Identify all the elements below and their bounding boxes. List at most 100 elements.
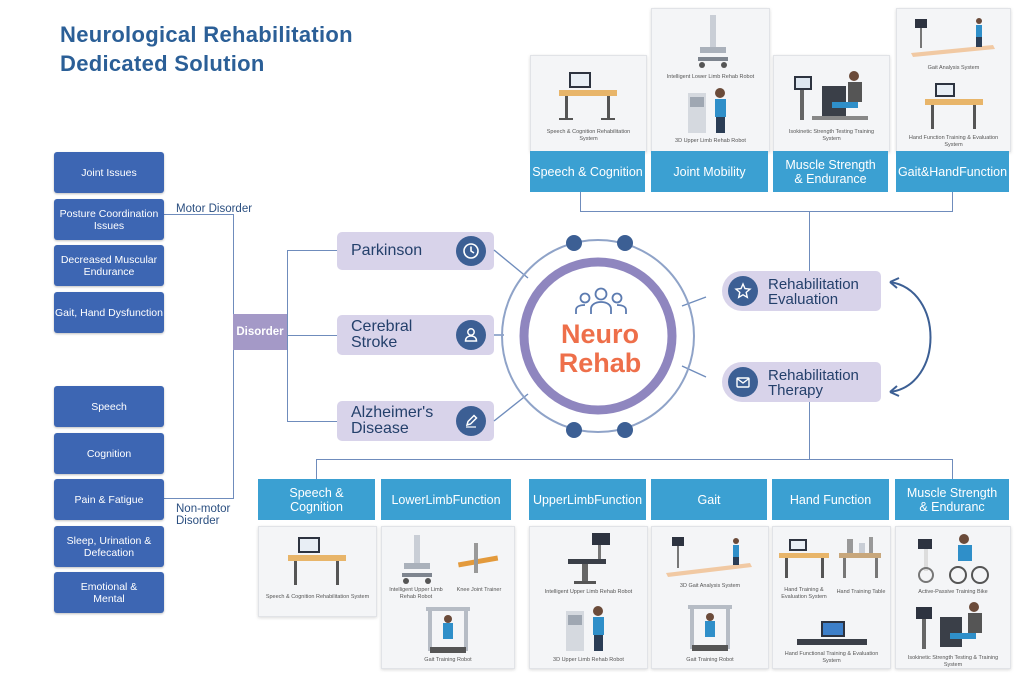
hand-training-desk-icon	[779, 539, 829, 578]
gait-analysis-icon	[666, 537, 752, 577]
symptom-emotional: Emotional & Mental	[54, 572, 164, 613]
disease-stroke-label: Cerebral Stroke	[351, 319, 412, 351]
therapy-caption-upper-b: 3D Upper Limb Rehab Robot	[553, 657, 624, 663]
clock-icon	[456, 236, 486, 266]
therapy-caption-lower-c: Gait Training Robot	[424, 657, 472, 663]
disorder-node: Disorder	[233, 314, 287, 350]
eval-card-muscle: Isokinetic Strength Testing Training Sys…	[773, 55, 890, 152]
gait-robot-icon	[688, 605, 732, 651]
page-title: Neurological Rehabilitation Dedicated So…	[60, 20, 353, 78]
therapy-caption-hand-c: Hand Functional Training & Evaluation Sy…	[784, 651, 879, 664]
therapy-card-lower-limb: Intelligent Upper Limb Rehab Robot Knee …	[381, 526, 515, 669]
evaluation-label: Rehabilitation Evaluation	[768, 277, 859, 307]
disease-alzheimer-label: Alzheimer's Disease	[351, 405, 433, 437]
therapy-caption-speech: Speech & Cognition Rehabilitation System	[265, 594, 370, 600]
eval-caption-joint-bottom: 3D Upper Limb Rehab Robot	[675, 138, 746, 144]
symptom-pain-fatigue: Pain & Fatigue	[54, 479, 164, 520]
parkinson-connector	[287, 250, 337, 251]
disorder-vertical-line	[233, 214, 234, 499]
therapy-category-upper-limb: UpperLimbFunction	[529, 479, 646, 520]
eval-caption-muscle: Isokinetic Strength Testing Training Sys…	[788, 129, 875, 142]
therapy-caption-muscle-b: Isokinetic Strength Testing & Training S…	[907, 655, 999, 668]
therapy-caption-upper-a: Intelligent Upper Limb Rehab Robot	[544, 589, 633, 595]
therapy-category-hand-function: Hand Function	[772, 479, 889, 520]
therapy-card-muscle: Active-Passive Training Bike Isokinetic …	[895, 526, 1011, 669]
therapy-line-2: Therapy	[768, 382, 824, 399]
alzheimer-line-2: Disease	[351, 420, 409, 437]
title-line-2: Dedicated Solution	[60, 51, 265, 76]
group-icon	[575, 287, 627, 314]
therapy-drop-6	[952, 459, 953, 480]
isokinetic-system-icon	[916, 602, 982, 649]
symptom-sleep: Sleep, Urination & Defecation	[54, 526, 164, 567]
eval-vertical-line	[809, 211, 810, 271]
center-label: Neuro Rehab	[548, 320, 652, 378]
therapy-caption-hand-b: Hand Training Table	[836, 589, 886, 595]
symptom-cognition: Cognition	[54, 433, 164, 474]
eval-card-speech: Speech & Cognition Rehabilitation System	[530, 55, 647, 152]
therapy-card-upper-limb: Intelligent Upper Limb Rehab Robot 3D Up…	[529, 526, 648, 669]
person-icon	[456, 320, 486, 350]
eval-card-gait-hand: Gait Analysis System Hand Function Train…	[896, 8, 1011, 152]
cycle-arrow-icon	[889, 277, 932, 397]
therapy-line-1: Rehabilitation	[768, 367, 859, 384]
eval-category-muscle-strength: Muscle Strength & Endurance	[773, 151, 888, 192]
therapy-caption-hand-a: Hand Training & Evaluation System	[781, 587, 827, 600]
therapy-card-hand: Hand Training & Evaluation System Hand T…	[772, 526, 891, 669]
center-line-2: Rehab	[558, 348, 642, 378]
symptom-posture-coordination: Posture Coordination Issues	[54, 199, 164, 240]
therapy-label: Rehabilitation Therapy	[768, 368, 859, 398]
upper-limb-robot-icon	[688, 88, 726, 133]
eval-drop-1	[580, 192, 581, 212]
disease-parkinson-label: Parkinson	[351, 242, 423, 259]
nonmotor-line-2: Disorder	[176, 515, 220, 527]
title-line-1: Neurological Rehabilitation	[60, 22, 353, 47]
desk-computer-icon	[288, 537, 346, 585]
therapy-vertical-line	[809, 402, 810, 460]
disease-parkinson: Parkinson	[337, 232, 494, 270]
stroke-line-2: Stroke	[351, 334, 398, 351]
disease-vertical-line	[287, 250, 288, 422]
hand-evaluation-system-icon	[797, 621, 867, 645]
eval-card-joint: Intelligent Lower Limb Rehab Robot 3D Up…	[651, 8, 770, 152]
nonmotor-line-1: Non-motor	[176, 503, 231, 515]
eval-caption-joint-top: Intelligent Lower Limb Rehab Robot	[666, 74, 755, 80]
desk-computer-icon	[559, 72, 617, 120]
therapy-caption-lower-b: Knee Joint Trainer	[456, 587, 502, 593]
star-icon	[728, 276, 758, 306]
lower-limb-robot-icon	[698, 15, 728, 68]
therapy-caption-gait-b: Gait Training Robot	[686, 657, 734, 663]
eval-caption-gait-top: Gait Analysis System	[927, 65, 980, 71]
3d-upper-limb-robot-icon	[566, 606, 604, 651]
therapy-card-gait: 3D Gait Analysis System Gait Training Ro…	[651, 526, 769, 669]
therapy-category-lower-limb: LowerLimbFunction	[381, 479, 511, 520]
symptom-joint-issues: Joint Issues	[54, 152, 164, 193]
rehabilitation-therapy-node: Rehabilitation Therapy	[722, 362, 881, 402]
therapy-category-speech-cognition: Speech & Cognition	[258, 479, 375, 520]
envelope-icon	[728, 367, 758, 397]
disease-alzheimers: Alzheimer's Disease	[337, 401, 494, 441]
knee-trainer-icon	[457, 543, 499, 573]
upper-limb-robot-small-icon	[402, 535, 432, 584]
evaluation-line-1: Rehabilitation	[768, 276, 859, 293]
therapy-caption-lower-a: Intelligent Upper Limb Rehab Robot	[389, 587, 443, 600]
stroke-connector	[287, 335, 337, 336]
therapy-horizontal-line	[316, 459, 953, 460]
therapy-caption-gait-a: 3D Gait Analysis System	[679, 583, 741, 589]
therapy-drop-1	[316, 459, 317, 480]
nonmotor-disorder-label: Non-motor Disorder	[176, 503, 230, 527]
gait-analysis-icon	[911, 18, 995, 57]
motor-disorder-label: Motor Disorder	[176, 203, 253, 215]
eval-drop-4	[952, 192, 953, 212]
alzheimer-line-1: Alzheimer's	[351, 404, 434, 421]
isokinetic-system-icon	[794, 71, 868, 120]
center-diagram	[493, 235, 707, 438]
upper-limb-robot-icon	[568, 533, 610, 584]
symptom-speech: Speech	[54, 386, 164, 427]
evaluation-line-2: Evaluation	[768, 291, 839, 308]
eval-caption-gait-bottom: Hand Function Training & Evaluation Syst…	[908, 135, 999, 148]
eval-category-joint-mobility: Joint Mobility	[651, 151, 768, 192]
eval-category-speech-cognition: Speech & Cognition	[530, 151, 645, 192]
training-bike-icon	[918, 534, 989, 584]
center-line-1: Neuro	[560, 319, 639, 349]
